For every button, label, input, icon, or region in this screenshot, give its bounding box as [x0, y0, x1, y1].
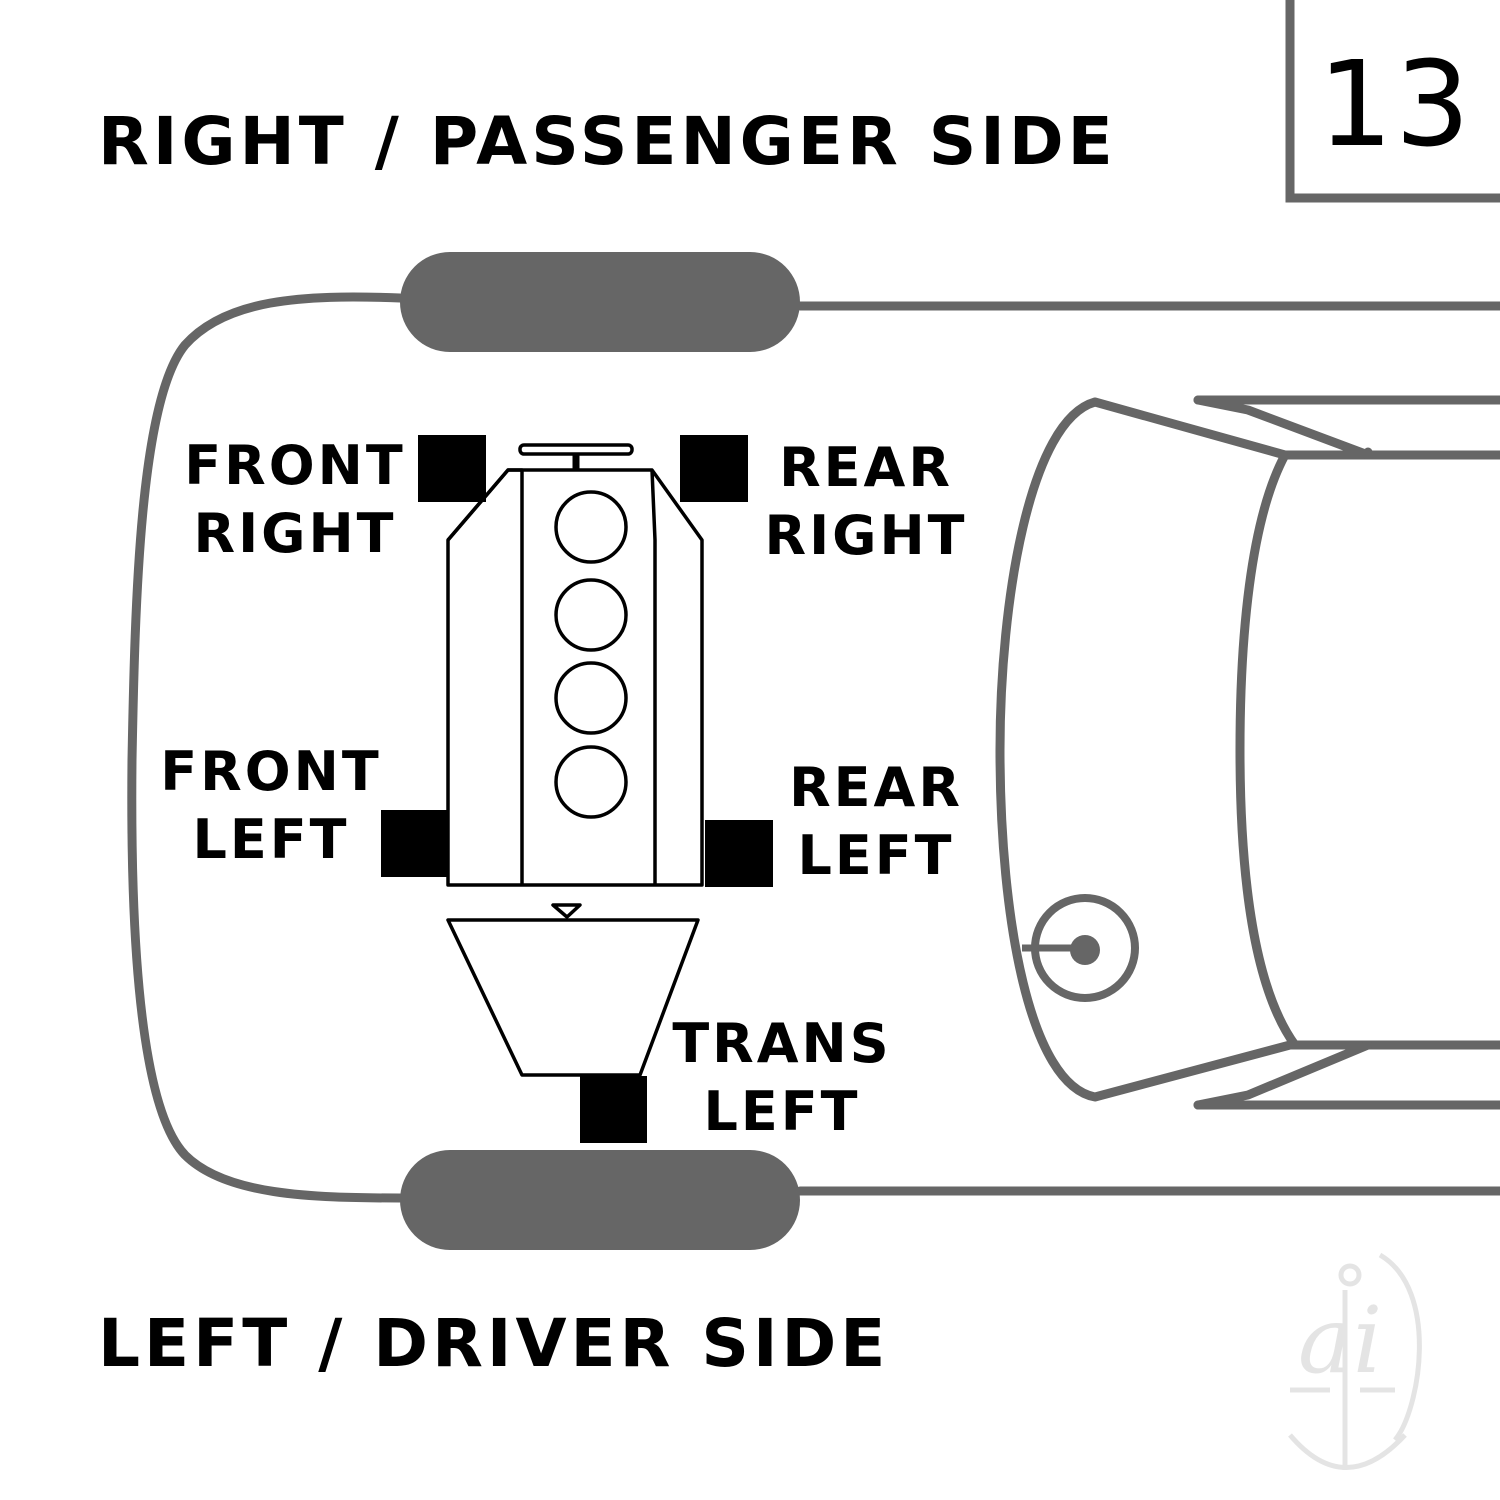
- engine-right-rail: [650, 469, 657, 885]
- cylinder-1: [554, 490, 628, 564]
- svg-text:LEFT: LEFT: [797, 824, 954, 887]
- svg-text:LEFT: LEFT: [192, 808, 349, 871]
- cabin-outline: [995, 395, 1500, 1110]
- trans-left-label: TRANS LEFT: [672, 1012, 891, 1143]
- svg-text:LEFT: LEFT: [703, 1080, 860, 1143]
- svg-text:RIGHT: RIGHT: [193, 502, 396, 565]
- cylinder-3: [554, 661, 628, 735]
- front-left-label: FRONT LEFT: [160, 740, 381, 871]
- diagram-number: 13: [1318, 35, 1472, 173]
- transmission: [446, 903, 700, 1077]
- windshield-inner: [1235, 450, 1300, 1050]
- rear-left-mount: [705, 820, 773, 887]
- svg-text:REAR: REAR: [779, 436, 953, 499]
- svg-text:FRONT: FRONT: [160, 740, 381, 803]
- trans-left-mount: [580, 1076, 647, 1143]
- roof-rail-bottom-outer: [1193, 1040, 1373, 1110]
- cylinder-group: [554, 490, 628, 819]
- front-right-label: FRONT RIGHT: [184, 434, 405, 565]
- svg-text:REAR: REAR: [789, 756, 963, 819]
- mount-blocks: [381, 435, 773, 1143]
- front-bumper-outline: [127, 292, 405, 1203]
- front-right-wheel: [400, 252, 800, 352]
- svg-text:RIGHT: RIGHT: [764, 504, 967, 567]
- car-body-outline: [127, 292, 1500, 1203]
- svg-text:TRANS: TRANS: [672, 1012, 891, 1075]
- front-right-mount: [418, 435, 486, 502]
- left-driver-side-label: LEFT / DRIVER SIDE: [98, 1305, 889, 1382]
- front-left-mount: [381, 810, 449, 877]
- rear-right-label: REAR RIGHT: [764, 436, 967, 567]
- rear-left-label: REAR LEFT: [789, 756, 963, 887]
- anchor-logo-icon: ai: [1288, 1252, 1422, 1470]
- front-left-wheel: [400, 1150, 800, 1250]
- roof-rail-top: [1193, 395, 1500, 460]
- svg-text:FRONT: FRONT: [184, 434, 405, 497]
- engine-left-rail: [446, 468, 524, 885]
- rear-right-mount: [680, 435, 748, 502]
- mirror-knob-icon: [1022, 894, 1139, 1002]
- cylinder-4: [554, 745, 628, 819]
- trans-connector: [551, 903, 582, 919]
- right-passenger-side-label: RIGHT / PASSENGER SIDE: [98, 103, 1117, 180]
- transmission-body: [446, 918, 700, 1077]
- engine-top-cap: [518, 443, 634, 456]
- svg-text:ai: ai: [1298, 1287, 1382, 1394]
- cylinder-2: [554, 578, 628, 652]
- diagram-number-box: 13: [1285, 0, 1500, 203]
